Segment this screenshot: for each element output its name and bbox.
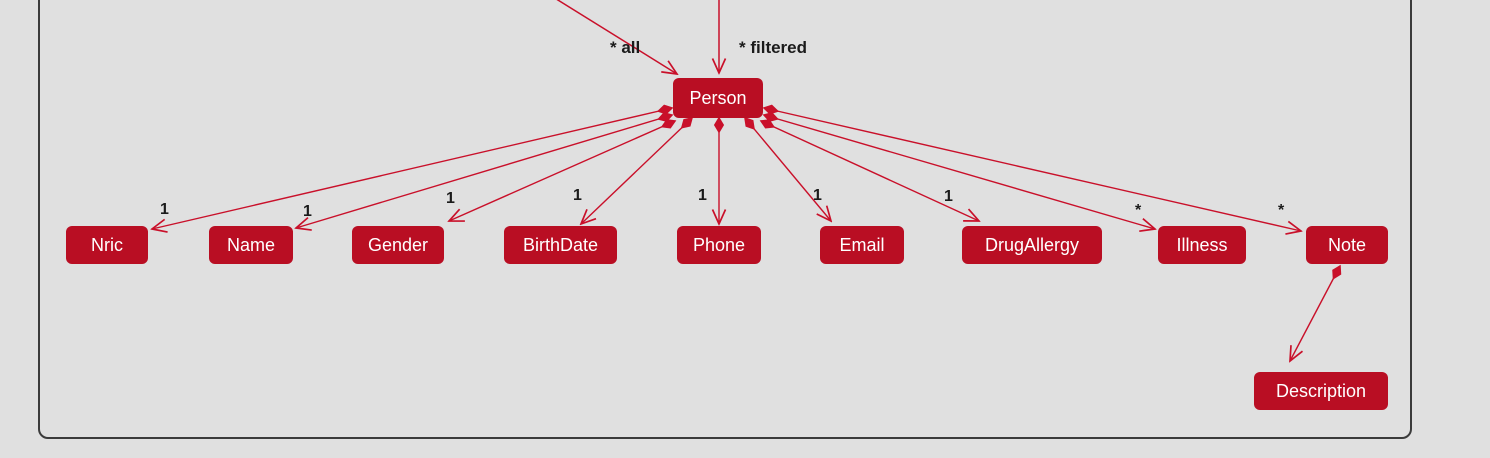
multiplicity-phone: 1: [698, 187, 707, 204]
class-node-gender: Gender: [352, 226, 444, 264]
edge-all-to-person: [556, 0, 677, 74]
multiplicity-drugallergy: 1: [944, 188, 953, 205]
edge-note-description: [1290, 266, 1340, 361]
edge-person-drugallergy: [761, 121, 979, 221]
class-node-email: Email: [820, 226, 904, 264]
edge-person-name: [296, 115, 672, 228]
class-node-birthdate: BirthDate: [504, 226, 617, 264]
edge-label-all: * all: [610, 38, 641, 57]
multiplicity-name: 1: [303, 203, 312, 220]
edge-label-filtered: * filtered: [739, 38, 808, 57]
multiplicity-illness: *: [1135, 202, 1142, 219]
class-node-name: Name: [209, 226, 293, 264]
class-node-phone: Phone: [677, 226, 761, 264]
multiplicity-email: 1: [813, 187, 822, 204]
multiplicity-note: *: [1278, 202, 1285, 219]
edge-person-note: [764, 108, 1301, 231]
class-node-nric: Nric: [66, 226, 148, 264]
diagram-frame: [38, 0, 1412, 439]
edge-person-gender: [449, 121, 675, 221]
class-node-drugallergy: DrugAllergy: [962, 226, 1102, 264]
edge-person-birthdate: [581, 118, 692, 224]
multiplicity-gender: 1: [446, 190, 455, 207]
class-node-note: Note: [1306, 226, 1388, 264]
class-node-illness: Illness: [1158, 226, 1246, 264]
multiplicity-nric: 1: [160, 201, 169, 218]
class-node-description: Description: [1254, 372, 1388, 410]
multiplicity-birthdate: 1: [573, 187, 582, 204]
class-node-person: Person: [673, 78, 763, 118]
